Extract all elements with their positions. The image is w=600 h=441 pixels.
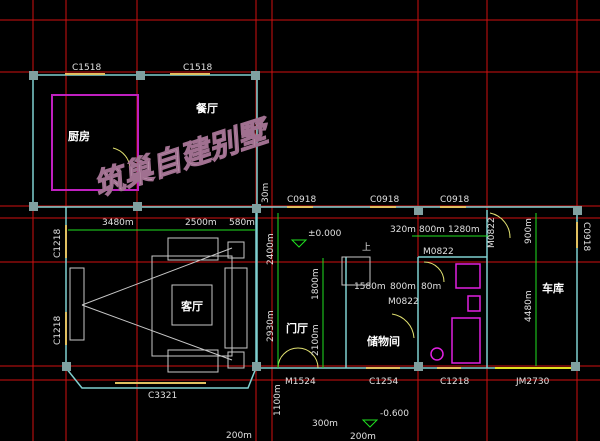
level-marker — [361, 419, 379, 428]
dimension-label: 4480m — [524, 290, 534, 322]
dimension-label: 320m — [390, 225, 416, 235]
dimension-lines — [68, 213, 537, 368]
dimension-label: 80m — [421, 282, 441, 292]
room-garage: 车库 — [542, 281, 564, 295]
window-label: C1518 — [72, 63, 101, 73]
door-label: M0822 — [388, 297, 419, 307]
stair-up-label: 上 — [362, 242, 371, 253]
columns — [29, 71, 582, 371]
bathroom-fixtures — [430, 263, 481, 364]
living-furniture — [69, 237, 371, 373]
dimension-label: 800m — [419, 225, 445, 235]
dimension-label: 900m — [524, 218, 534, 244]
room-storage: 储物间 — [367, 334, 400, 348]
window-label: C0918 — [287, 195, 316, 205]
dimension-label: 2930m — [266, 310, 276, 342]
room-kitchen: 厨房 — [68, 129, 90, 143]
door-label: JM2730 — [515, 377, 550, 387]
window-label: C1218 — [53, 316, 63, 345]
floor-level-label: ±0.000 — [308, 229, 342, 239]
door-label: M0822 — [423, 247, 454, 257]
door-label: M1524 — [285, 377, 316, 387]
kitchen-room-outline — [51, 94, 139, 191]
dimension-label: 1800m — [311, 268, 321, 300]
room-foyer: 门厅 — [286, 321, 308, 335]
window-label: C1254 — [369, 377, 398, 387]
window-label: C1218 — [440, 377, 469, 387]
dimension-label: 2100m — [311, 324, 321, 356]
dimension-label: 300m — [312, 419, 338, 429]
room-dining: 餐厅 — [195, 101, 218, 115]
door-label: M0822 — [487, 217, 497, 248]
window-label: C1518 — [183, 63, 212, 73]
dimension-label: 30m — [261, 183, 271, 203]
dimension-label: 580m — [229, 218, 255, 228]
window-label: C0918 — [370, 195, 399, 205]
dimension-label: 200m — [350, 432, 376, 441]
window-label: C1218 — [53, 229, 63, 258]
dimension-label: 3480m — [102, 218, 134, 228]
dimension-label: 1100m — [273, 384, 283, 416]
watermark: 筑巢自建别墅 — [90, 113, 277, 203]
windows — [65, 73, 578, 384]
dimension-label: 800m — [390, 282, 416, 292]
outside-level-label: -0.600 — [380, 409, 409, 419]
dimension-label: 2500m — [185, 218, 217, 228]
dimension-label: 1280m — [448, 225, 480, 235]
dimension-label: 1580m — [354, 282, 386, 292]
room-living: 客厅 — [180, 299, 203, 313]
level-marker — [290, 239, 308, 248]
window-label: C0918 — [581, 222, 591, 251]
window-label: C0918 — [440, 195, 469, 205]
window-label: C3321 — [148, 391, 177, 401]
dimension-label: 200m — [226, 431, 252, 441]
dimension-label: 2400m — [266, 233, 276, 265]
